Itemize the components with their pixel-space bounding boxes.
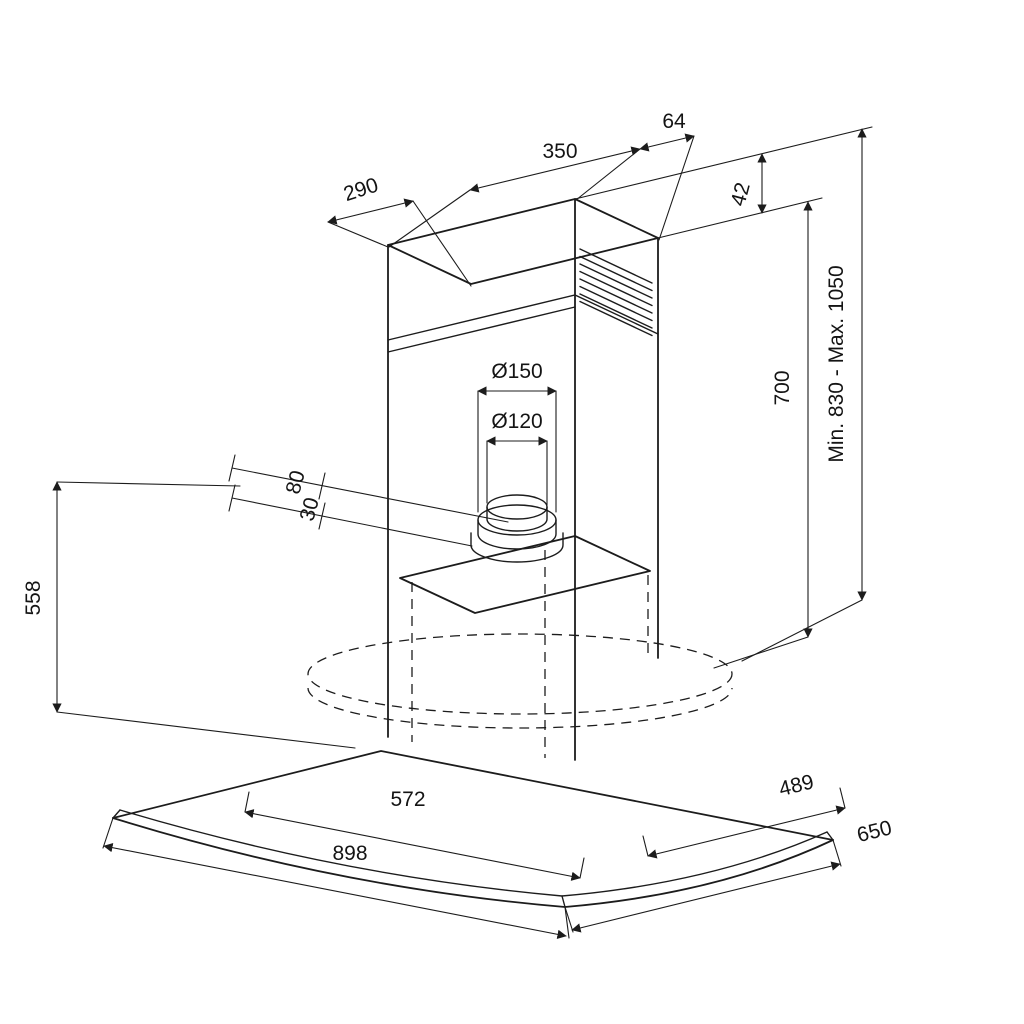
hood-body-rim-lower-dashed <box>307 687 733 729</box>
dim-700: 700 <box>713 201 813 669</box>
dim-42: 42 <box>574 126 873 239</box>
dim-558-extensions <box>56 481 356 749</box>
dim-558: 558 <box>22 481 356 749</box>
dim-898-label: 898 <box>332 842 367 865</box>
dim-898-line <box>103 843 567 939</box>
spigot-flange <box>470 532 564 563</box>
dim-700-label: 700 <box>771 370 794 405</box>
glass-back-edges <box>112 750 834 841</box>
dim-80-label: 80 <box>282 468 310 497</box>
dimensions: 290 350 64 42 Min. 830 - Max. 1050 <box>22 110 895 939</box>
dim-350-label: 350 <box>542 140 577 163</box>
dim-120-label: Ø120 <box>491 410 542 433</box>
dim-572: 572 <box>244 788 585 881</box>
chimney-duct <box>387 198 659 761</box>
dim-150-label: Ø150 <box>491 360 542 383</box>
dim-120-extensions <box>486 440 548 506</box>
dim-572-line <box>244 809 581 881</box>
dim-minmax-label: Min. 830 - Max. 1050 <box>825 265 848 462</box>
dim-80-30-ticks <box>228 454 326 530</box>
dim-42-label: 42 <box>727 180 755 209</box>
chimney-vertical-edges <box>387 198 659 761</box>
dim-350-line <box>469 146 641 193</box>
dim-150-extensions <box>477 390 557 513</box>
dim-diameter-150: Ø150 <box>477 360 557 513</box>
dim-290-line <box>327 198 414 225</box>
chimney-joint-line <box>387 294 659 353</box>
dim-898: 898 <box>102 817 570 939</box>
dim-650-label: 650 <box>855 816 895 847</box>
dim-489-label: 489 <box>777 770 817 801</box>
dim-diameter-120: Ø120 <box>486 410 548 506</box>
hood-body <box>307 535 733 758</box>
dim-650: 650 <box>564 816 895 933</box>
glass-front-outline <box>112 817 834 908</box>
chimney-top-face <box>387 198 659 285</box>
dim-350-extensions <box>388 148 641 248</box>
dim-558-label: 558 <box>22 580 45 615</box>
hood-body-rim-dashed <box>307 633 733 715</box>
hood-top-face <box>399 535 651 614</box>
dim-700-extension <box>713 636 809 669</box>
dim-minmax-height: Min. 830 - Max. 1050 <box>741 128 867 662</box>
dim-650-line <box>571 861 841 933</box>
hood-hidden-edges <box>411 550 649 758</box>
dim-572-label: 572 <box>390 788 425 811</box>
glass-canopy <box>112 750 834 908</box>
dim-30-label: 30 <box>296 495 324 524</box>
grille-hatch-lines <box>579 248 653 337</box>
dim-489-line <box>647 805 846 859</box>
dim-64-extension <box>658 135 695 241</box>
spigot-outer-skirt <box>477 519 557 550</box>
dim-64: 64 <box>639 110 695 241</box>
spigot-inner-skirt <box>486 506 548 532</box>
dim-489: 489 <box>642 770 846 859</box>
dim-290-label: 290 <box>341 173 381 206</box>
vent-grille <box>579 248 653 337</box>
dim-80-30-lines <box>231 467 509 547</box>
dim-64-label: 64 <box>662 110 686 133</box>
glass-top-surface-curve <box>119 809 828 897</box>
duct-spigot <box>470 494 564 563</box>
dim-minmax-extension <box>741 599 863 662</box>
dim-64-line <box>639 133 695 152</box>
dim-350: 350 <box>388 140 641 248</box>
dim-42-extensions <box>574 126 873 239</box>
dim-80-30: 80 30 <box>228 454 509 547</box>
dim-489-ticks <box>642 787 846 857</box>
dim-290-extensions <box>327 200 472 287</box>
